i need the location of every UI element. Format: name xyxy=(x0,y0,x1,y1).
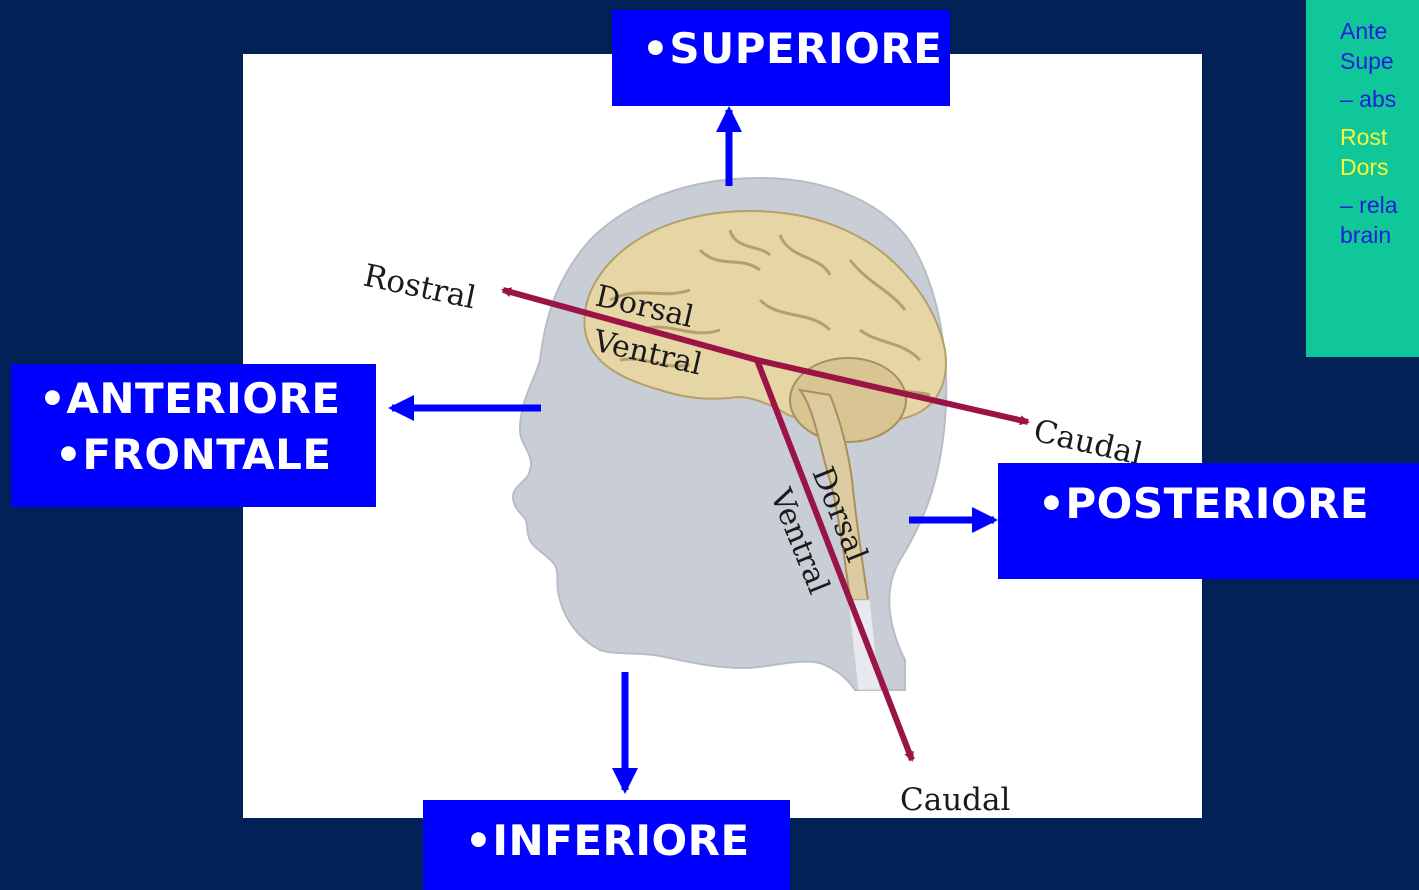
inferiore-label: •INFERIORE xyxy=(465,816,750,865)
note-line-4: Rost xyxy=(1340,122,1419,152)
note-line-7: brain xyxy=(1340,220,1419,250)
superiore-label-box: •SUPERIORE xyxy=(612,10,950,106)
posteriore-label: •POSTERIORE xyxy=(1038,479,1369,528)
note-line-3: – abs xyxy=(1340,84,1419,114)
note-line-6: – rela xyxy=(1340,190,1419,220)
frontale-label: •FRONTALE xyxy=(39,434,376,476)
anteriore-frontale-label-box: •ANTERIORE •FRONTALE xyxy=(11,364,376,507)
posteriore-label-box: •POSTERIORE xyxy=(998,463,1419,579)
anteriore-label: •ANTERIORE xyxy=(39,374,341,423)
note-line-5: Dors xyxy=(1340,152,1419,182)
note-line-1: Ante xyxy=(1340,16,1419,46)
note-box: Ante Supe – abs Rost Dors – rela brain xyxy=(1306,0,1419,357)
inferiore-label-box: •INFERIORE xyxy=(423,800,790,890)
rostral-label: Rostral xyxy=(360,258,479,317)
superiore-label: •SUPERIORE xyxy=(642,24,942,73)
caudal-vertical-label: Caudal xyxy=(900,782,1010,818)
note-line-2: Supe xyxy=(1340,46,1419,76)
